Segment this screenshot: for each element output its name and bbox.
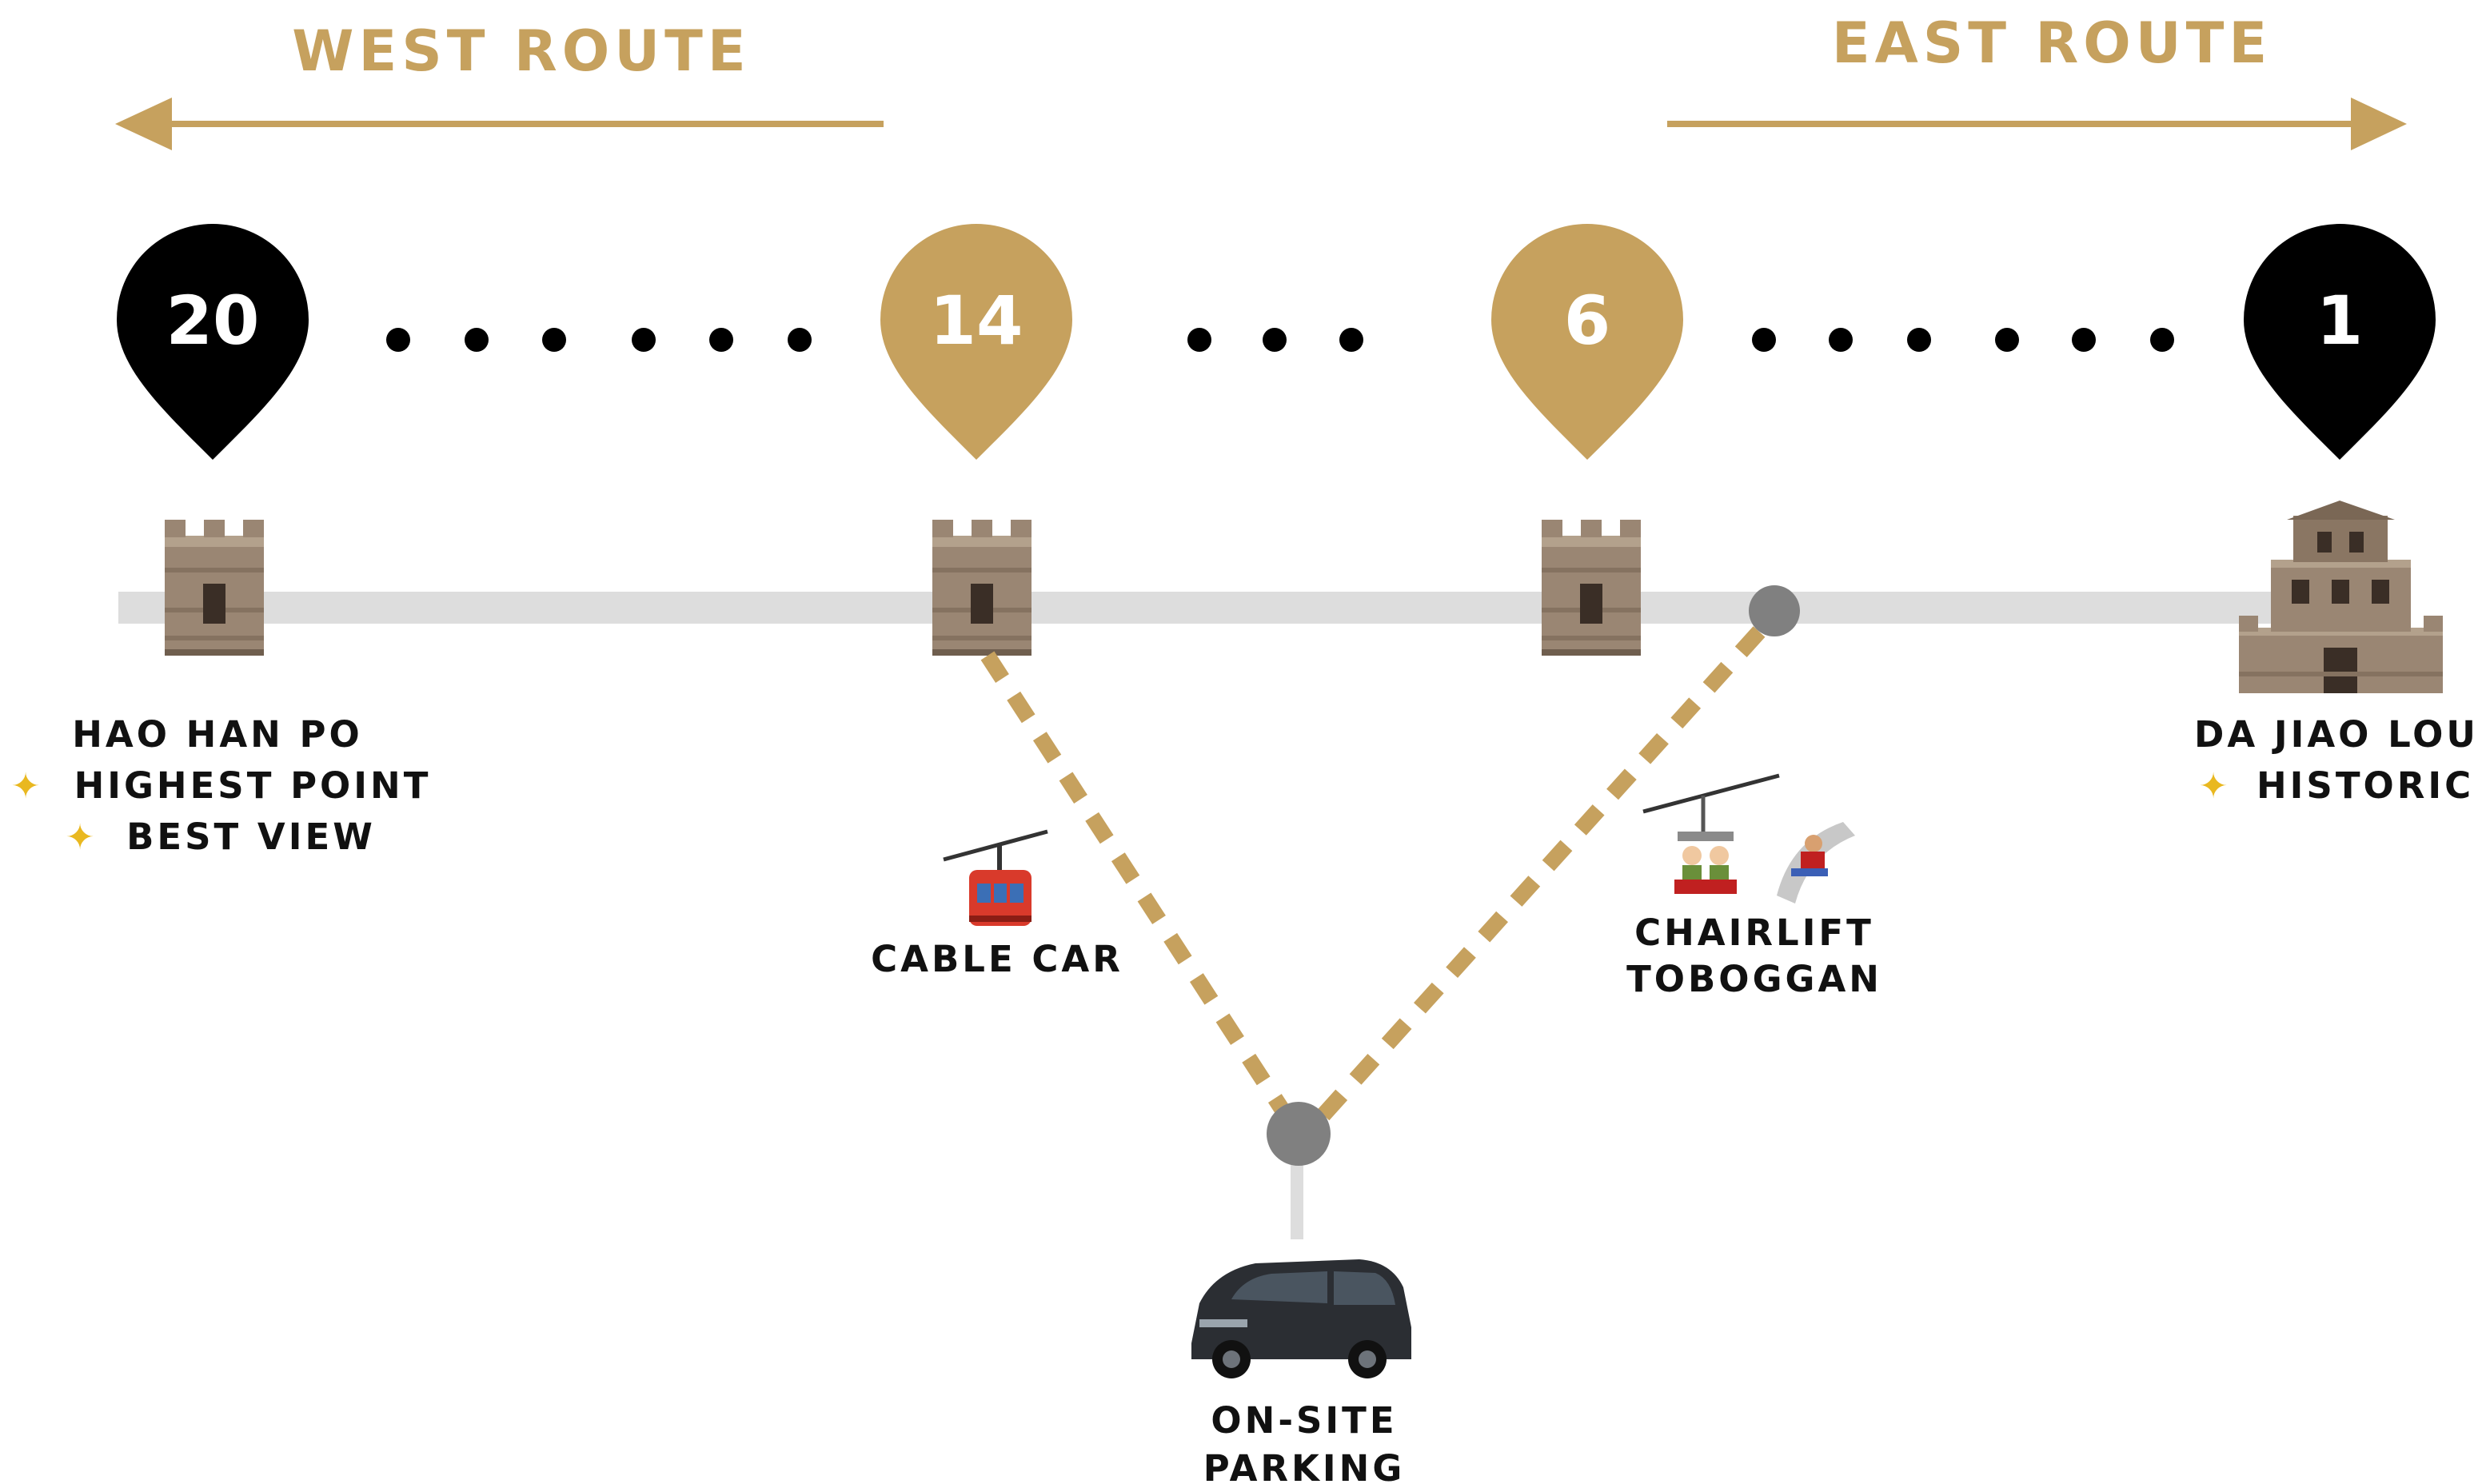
sparkle-icon: ✦ <box>11 766 41 807</box>
east-route-label: EAST ROUTE <box>1832 10 2272 76</box>
chairlift-label: CHAIRLIFT <box>1634 912 1874 954</box>
cable-car-icon <box>943 829 1048 926</box>
west-route-header: WEST ROUTE <box>115 18 884 150</box>
toboggan-label: TOBOGGAN <box>1626 958 1882 1000</box>
toboggan-icon <box>1777 822 1855 904</box>
dots-6-to-1 <box>1752 328 2174 352</box>
map-pin-icon <box>1491 224 1683 460</box>
hao-han-po-label: HAO HAN PO ✦ HIGHEST POINT ✦ BEST VIEW <box>11 713 432 858</box>
parking-label-line1: ON-SITE <box>1211 1399 1397 1442</box>
tower-number: 6 <box>1564 281 1610 360</box>
tower-pin-20: 20 <box>117 224 309 460</box>
great-wall-tower-icon <box>2239 501 2443 693</box>
tower-pin-6: 6 <box>1491 224 1683 460</box>
tower-number: 1 <box>2316 281 2363 360</box>
da-jiao-lou-label: DA JIAO LOU ✦ HISTORIC <box>2194 713 2479 807</box>
parking-label-line2: PARKING <box>1203 1447 1406 1484</box>
sparkle-icon: ✦ <box>66 817 95 858</box>
cable-car-path <box>980 651 1291 1116</box>
east-route-header: EAST ROUTE <box>1667 10 2407 150</box>
tower-pin-1: 1 <box>2244 224 2436 460</box>
dots-14-to-6 <box>1187 328 1363 352</box>
dots-20-to-14 <box>386 328 812 352</box>
cable-car-label: CABLE CAR <box>871 938 1123 980</box>
location-tag: BEST VIEW <box>126 816 376 858</box>
chairlift-path <box>1313 626 1766 1125</box>
tower-number: 20 <box>166 281 260 360</box>
location-name: DA JIAO LOU <box>2194 713 2479 756</box>
watchtower-icon <box>932 520 1032 656</box>
watchtower-icon <box>1542 520 1641 656</box>
west-arrow-head-icon <box>115 98 172 150</box>
watchtower-icon <box>165 520 264 656</box>
location-name: HAO HAN PO <box>72 713 362 756</box>
chairlift-icon <box>1642 773 1780 894</box>
east-arrow-head-icon <box>2351 98 2407 150</box>
minivan-icon <box>1191 1259 1411 1378</box>
west-route-label: WEST ROUTE <box>292 18 750 84</box>
map-pin-icon <box>117 224 309 460</box>
parking-connector <box>1291 1143 1303 1239</box>
parking-node <box>1267 1102 1331 1166</box>
map-pin-icon <box>880 224 1072 460</box>
map-pin-icon <box>2244 224 2436 460</box>
tower-pin-14: 14 <box>880 224 1072 460</box>
tower-number: 14 <box>930 281 1024 360</box>
sparkle-icon: ✦ <box>2199 766 2229 807</box>
chairlift-station-node <box>1749 585 1800 636</box>
location-tag: HIGHEST POINT <box>74 764 432 807</box>
great-wall-band <box>118 592 2381 624</box>
location-tag: HISTORIC <box>2257 764 2474 807</box>
